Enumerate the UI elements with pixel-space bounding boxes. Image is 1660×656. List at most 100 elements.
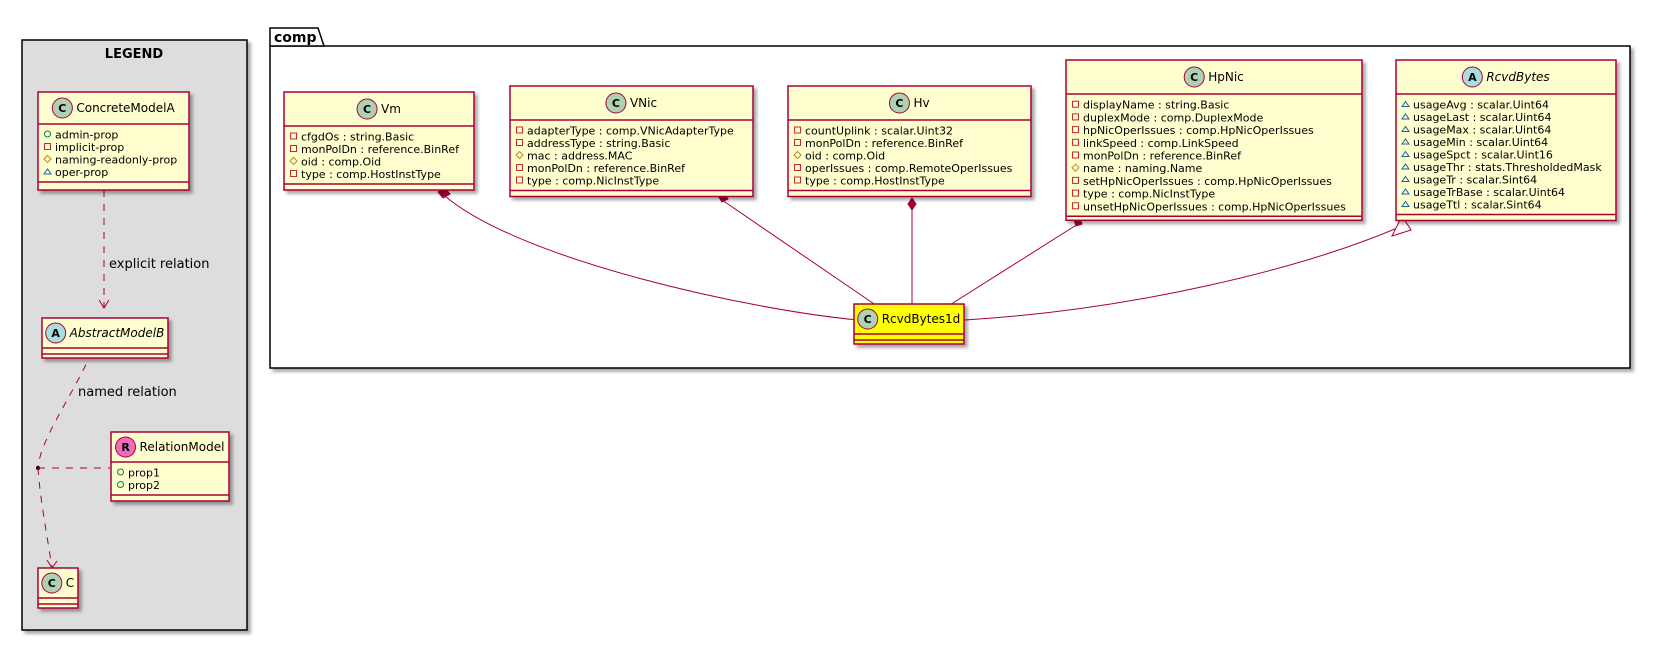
class-attribute: usageThr : stats.ThresholdedMask — [1413, 161, 1602, 174]
private-visibility-icon — [1072, 113, 1079, 121]
class-name: RcvdBytes — [1486, 70, 1549, 84]
class-attribute: naming-readonly-prop — [55, 154, 177, 167]
public-visibility-icon — [44, 130, 51, 138]
private-visibility-icon — [1072, 126, 1079, 134]
class-attribute: implicit-prop — [55, 141, 124, 154]
hv-composition-diamond — [907, 197, 917, 211]
protected-visibility-icon — [289, 156, 298, 166]
private-visibility-icon — [290, 132, 297, 140]
named-relation-label: named relation — [78, 385, 177, 400]
public-visibility-icon — [117, 481, 124, 488]
private-visibility-icon — [794, 139, 801, 146]
class-box — [509, 85, 754, 198]
class-attribute: prop2 — [128, 479, 160, 492]
private-visibility-icon — [1072, 202, 1079, 210]
package-visibility-icon — [1401, 113, 1410, 120]
legend-title: LEGEND — [105, 47, 164, 62]
vnic-composition-line — [721, 199, 881, 309]
class-attribute: monPolDn : reference.BinRef — [301, 143, 460, 156]
class-attribute: monPolDn : reference.BinRef — [805, 137, 964, 150]
class-attribute: monPolDn : reference.BinRef — [1083, 150, 1242, 163]
class-attribute: usageTrBase : scalar.Uint64 — [1413, 186, 1565, 199]
package-visibility-icon — [1401, 100, 1410, 107]
class-attribute: admin-prop — [55, 129, 118, 142]
stereotype-letter: C — [58, 102, 66, 115]
stereotype-a-icon — [45, 322, 67, 344]
stereotype-r-icon — [115, 436, 137, 458]
stereotype-letter: C — [1190, 71, 1198, 84]
package-visibility-icon — [1401, 188, 1410, 195]
package-visibility-icon — [1401, 125, 1410, 132]
class-attribute: displayName : string.Basic — [1083, 99, 1229, 112]
package-name: comp — [274, 30, 317, 46]
class-attribute: hpNicOperIssues : comp.HpNicOperIssues — [1083, 124, 1314, 137]
stereotype-letter: R — [121, 441, 130, 454]
class-attribute: duplexMode : comp.DuplexMode — [1083, 111, 1263, 124]
package-visibility-icon — [1401, 138, 1410, 145]
stereotype-c-icon — [857, 308, 879, 330]
class-hpnic[interactable]: C HpNic displayName : string.BasicduplexMo… — [1065, 59, 1363, 222]
public-visibility-icon — [117, 468, 124, 476]
stereotype-letter: C — [612, 97, 620, 110]
private-visibility-icon — [290, 145, 297, 152]
private-visibility-icon — [1072, 138, 1079, 146]
class-attribute: usageAvg : scalar.Uint64 — [1413, 99, 1549, 112]
package-visibility-icon — [1401, 150, 1410, 157]
package-visibility-icon — [1401, 163, 1410, 170]
stereotype-a-icon — [1461, 66, 1483, 88]
class-attribute: prop1 — [128, 467, 160, 480]
hpnic-composition-line — [944, 223, 1079, 309]
private-visibility-icon — [1072, 151, 1079, 159]
class-box — [1395, 59, 1617, 222]
package-visibility-icon — [1401, 200, 1410, 207]
class-attribute: type : comp.NicInstType — [1083, 188, 1215, 201]
class-name: Vm — [381, 102, 401, 116]
vm-composition-line — [444, 195, 859, 321]
class-attribute: type : comp.NicInstType — [527, 175, 659, 188]
class-attribute: setHpNicOperIssues : comp.HpNicOperIssue… — [1083, 175, 1332, 188]
private-visibility-icon — [794, 164, 801, 171]
class-attribute: usageLast : scalar.Uint64 — [1413, 111, 1552, 124]
protected-visibility-icon — [43, 154, 52, 164]
class-name: Hv — [913, 96, 929, 110]
stereotype-letter: C — [48, 577, 56, 590]
private-visibility-icon — [516, 139, 523, 146]
class-attribute: type : comp.HostInstType — [805, 175, 945, 188]
explicit-relation-label: explicit relation — [109, 257, 209, 272]
stereotype-c-icon — [888, 92, 910, 114]
relations-layer: explicit relation named relation — [36, 187, 1412, 569]
class-attribute: addressType : string.Basic — [527, 137, 670, 150]
class-name: VNic — [630, 96, 657, 110]
package-visibility-icon — [1401, 175, 1410, 182]
class-name: HpNic — [1208, 70, 1244, 84]
class-attribute: type : comp.HostInstType — [301, 168, 441, 181]
class-attribute: monPolDn : reference.BinRef — [527, 162, 686, 175]
class-attribute: cfgdOs : string.Basic — [301, 131, 414, 144]
class-attribute: usageMax : scalar.Uint64 — [1413, 124, 1551, 137]
private-visibility-icon — [516, 176, 523, 184]
private-visibility-icon — [1072, 100, 1079, 108]
class-attribute: oid : comp.Oid — [301, 156, 381, 169]
class-box — [283, 91, 475, 191]
stereotype-c-icon — [605, 92, 627, 114]
class-name: RcvdBytes1d — [882, 312, 961, 326]
private-visibility-icon — [44, 143, 51, 150]
rcvdbytes-generalization-arrowhead — [1391, 214, 1412, 237]
stereotype-c-icon — [41, 572, 63, 594]
private-visibility-icon — [290, 170, 297, 177]
private-visibility-icon — [794, 176, 801, 184]
protected-visibility-icon — [515, 150, 524, 160]
class-attribute: countUplink : scalar.Uint32 — [805, 125, 953, 138]
class-box — [1065, 59, 1363, 222]
